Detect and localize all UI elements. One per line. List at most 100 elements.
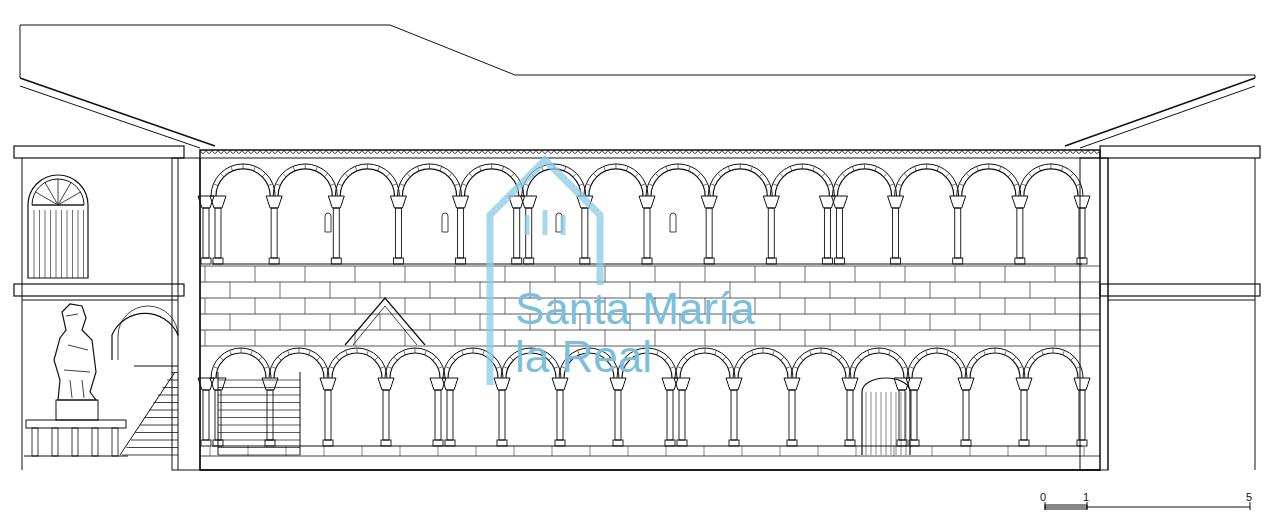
drawing-rect — [897, 440, 907, 446]
drawing-rect — [555, 440, 565, 446]
drawing-path — [589, 169, 643, 196]
drawing-line — [763, 348, 764, 353]
drawing-line — [1030, 314, 1031, 330]
drawing-line — [1050, 164, 1051, 169]
drawing-line — [425, 350, 427, 355]
drawing-line — [479, 166, 481, 171]
drawing-line — [835, 184, 840, 186]
drawing-path — [970, 353, 1020, 378]
drawing-line — [483, 350, 485, 355]
drawing-line — [400, 446, 401, 456]
drawing-path — [862, 378, 910, 455]
drawing-path — [211, 348, 271, 378]
drawing-path — [957, 164, 1021, 196]
drawing-rect — [26, 420, 126, 428]
drawing-line — [83, 210, 84, 278]
drawing-line — [805, 330, 806, 346]
drawing-line — [58, 179, 59, 205]
drawing-line — [705, 348, 706, 353]
drawing-line — [755, 330, 756, 346]
drawing-rect — [383, 390, 389, 440]
drawing-line — [264, 367, 269, 369]
drawing-line — [134, 366, 178, 367]
drawing-rect — [836, 208, 842, 258]
drawing-line — [1071, 357, 1075, 361]
drawing-path — [837, 169, 891, 196]
drawing-rect — [1015, 258, 1025, 264]
drawing-line — [231, 166, 233, 171]
drawing-line — [755, 266, 756, 282]
drawing-line — [1045, 506, 1250, 507]
drawing-line — [1055, 330, 1056, 346]
drawing-path — [675, 348, 735, 378]
drawing-line — [821, 173, 825, 177]
drawing-line — [897, 184, 902, 186]
drawing-rect — [203, 208, 209, 258]
drawing-path — [965, 348, 1025, 378]
drawing-line — [127, 447, 179, 448]
drawing-line — [773, 350, 775, 355]
drawing-path — [962, 169, 1016, 196]
drawing-line — [552, 446, 553, 456]
drawing-line — [67, 210, 68, 278]
drawing-rect — [333, 208, 339, 258]
drawing-line — [896, 392, 897, 455]
drawing-line — [780, 173, 784, 177]
drawing-line — [858, 357, 862, 361]
drawing-line — [856, 446, 857, 456]
drawing-rect — [953, 258, 963, 264]
drawing-line — [1108, 300, 1255, 301]
drawing-line — [694, 350, 696, 355]
drawing-line — [445, 367, 450, 369]
drawing-line — [299, 348, 300, 353]
drawing-rect — [203, 390, 209, 440]
drawing-line — [879, 348, 880, 353]
drawing-rect — [665, 440, 675, 446]
drawing-rect — [1045, 505, 1087, 509]
drawing-path — [842, 378, 858, 390]
drawing-path — [216, 353, 266, 378]
drawing-path — [385, 348, 445, 378]
drawing-line — [905, 266, 906, 282]
drawing-rect — [1100, 146, 1260, 158]
scale-number: 1 — [1083, 492, 1089, 503]
drawing-rect — [381, 440, 391, 446]
drawing-line — [34, 210, 35, 278]
drawing-line — [880, 282, 881, 298]
drawing-rect — [613, 440, 623, 446]
drawing-line — [830, 282, 831, 298]
drawing-path — [216, 169, 270, 196]
drawing-path — [20, 78, 215, 146]
drawing-line — [330, 282, 331, 298]
drawing-line — [703, 184, 708, 186]
drawing-rect — [458, 208, 464, 258]
drawing-line — [280, 314, 281, 330]
drawing-line — [1014, 184, 1019, 186]
drawing-line — [697, 173, 701, 177]
drawing-line — [145, 417, 179, 418]
drawing-line — [45, 210, 46, 278]
drawing-line — [930, 282, 931, 298]
drawing-line — [728, 367, 733, 369]
drawing-rect — [201, 440, 211, 446]
drawing-line — [200, 282, 1100, 283]
drawing-path — [340, 169, 394, 196]
drawing-line — [1080, 314, 1081, 330]
drawing-line — [200, 469, 1100, 471]
drawing-path — [674, 378, 690, 390]
drawing-line — [984, 350, 986, 355]
drawing-line — [255, 330, 256, 346]
drawing-line — [615, 164, 616, 169]
drawing-line — [154, 402, 179, 403]
drawing-line — [213, 184, 218, 186]
drawing-rect — [822, 258, 832, 264]
drawing-rect — [269, 258, 279, 264]
drawing-line — [375, 357, 379, 361]
drawing-path — [442, 378, 458, 390]
drawing-line — [251, 350, 253, 355]
drawing-line — [604, 166, 606, 171]
drawing-line — [305, 330, 306, 346]
drawing-line — [438, 367, 443, 369]
drawing-line — [1005, 298, 1006, 314]
drawing-line — [752, 350, 754, 355]
